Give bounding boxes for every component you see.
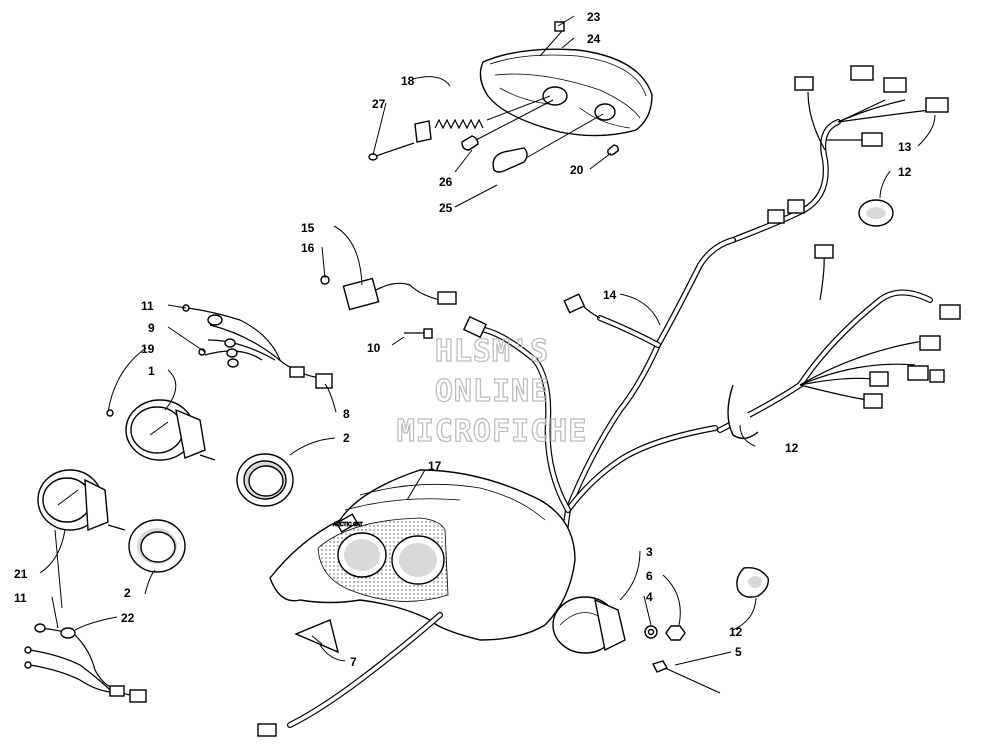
callout-18: 18 (401, 74, 415, 88)
tachometer-wire-harness (182, 304, 333, 389)
bulb (461, 99, 554, 151)
callout-11-lower: 11 (14, 591, 27, 605)
rear-harness (730, 65, 949, 243)
callout-11-upper: 11 (141, 299, 154, 313)
speedometer-harness (24, 623, 147, 703)
callout-21: 21 (14, 567, 28, 581)
watermark-line-3: MICROFICHE (397, 414, 588, 449)
temperature-sensor (652, 660, 721, 694)
callout-labels: 23 24 18 27 26 25 20 13 12 15 16 14 11 9… (14, 10, 912, 669)
callout-16: 16 (301, 241, 315, 255)
cable-tie-right (736, 567, 769, 598)
callout-8: 8 (343, 407, 350, 421)
relay-screw (404, 328, 433, 339)
callout-7: 7 (350, 655, 357, 669)
callout-2-upper: 2 (343, 431, 350, 445)
callout-2-lower: 2 (124, 586, 131, 600)
taillight-assembly (479, 21, 653, 137)
callout-24: 24 (587, 32, 601, 46)
watermark: HLSM'S ONLINE MICROFICHE (396, 333, 588, 449)
callout-12-lower: 12 (729, 625, 743, 639)
gauge-ring-upper (236, 453, 294, 507)
callout-15: 15 (301, 221, 315, 235)
callout-4: 4 (646, 590, 653, 604)
hood-decal: ARCTIC CAT (333, 513, 363, 533)
front-lead (257, 612, 443, 737)
hood-decal-text: ARCTIC CAT (333, 522, 363, 528)
dash-panel (269, 469, 576, 641)
small-bulb (607, 144, 619, 156)
callout-10: 10 (367, 341, 381, 355)
callout-1: 1 (148, 364, 155, 378)
taillight-screw (368, 142, 415, 161)
callout-20: 20 (570, 163, 584, 177)
warning-decal (294, 619, 340, 654)
speedometer (37, 469, 126, 532)
gauge-washer (644, 625, 658, 639)
callout-26: 26 (439, 175, 453, 189)
socket (492, 113, 604, 173)
callout-22: 22 (121, 611, 135, 625)
taillight-spring (434, 95, 551, 130)
callout-14: 14 (603, 288, 617, 302)
cable-tie-upper (858, 199, 894, 227)
callout-3: 3 (646, 545, 653, 559)
front-harness-branches (717, 244, 961, 433)
mounting-bracket (414, 120, 432, 143)
callout-19: 19 (141, 342, 155, 356)
callout-9: 9 (148, 321, 155, 335)
callout-27: 27 (372, 97, 386, 111)
leader-lines (39, 15, 936, 666)
callout-25: 25 (439, 201, 453, 215)
cable-tie-lower (727, 384, 759, 440)
gauge-ring-lower (128, 519, 186, 573)
callout-12-middle: 12 (785, 441, 799, 455)
callout-17: 17 (428, 459, 442, 473)
tachometer (106, 399, 216, 461)
main-harness (462, 237, 736, 568)
callout-13: 13 (898, 140, 912, 154)
callout-5: 5 (735, 645, 742, 659)
gauge-nut (665, 625, 686, 641)
watermark-line-1: HLSM'S (435, 334, 549, 369)
relay (342, 277, 457, 311)
watermark-line-2: ONLINE (435, 374, 549, 409)
callout-23: 23 (587, 10, 601, 24)
callout-12-upper: 12 (898, 165, 912, 179)
callout-6: 6 (646, 569, 653, 583)
temperature-gauge (552, 596, 626, 654)
